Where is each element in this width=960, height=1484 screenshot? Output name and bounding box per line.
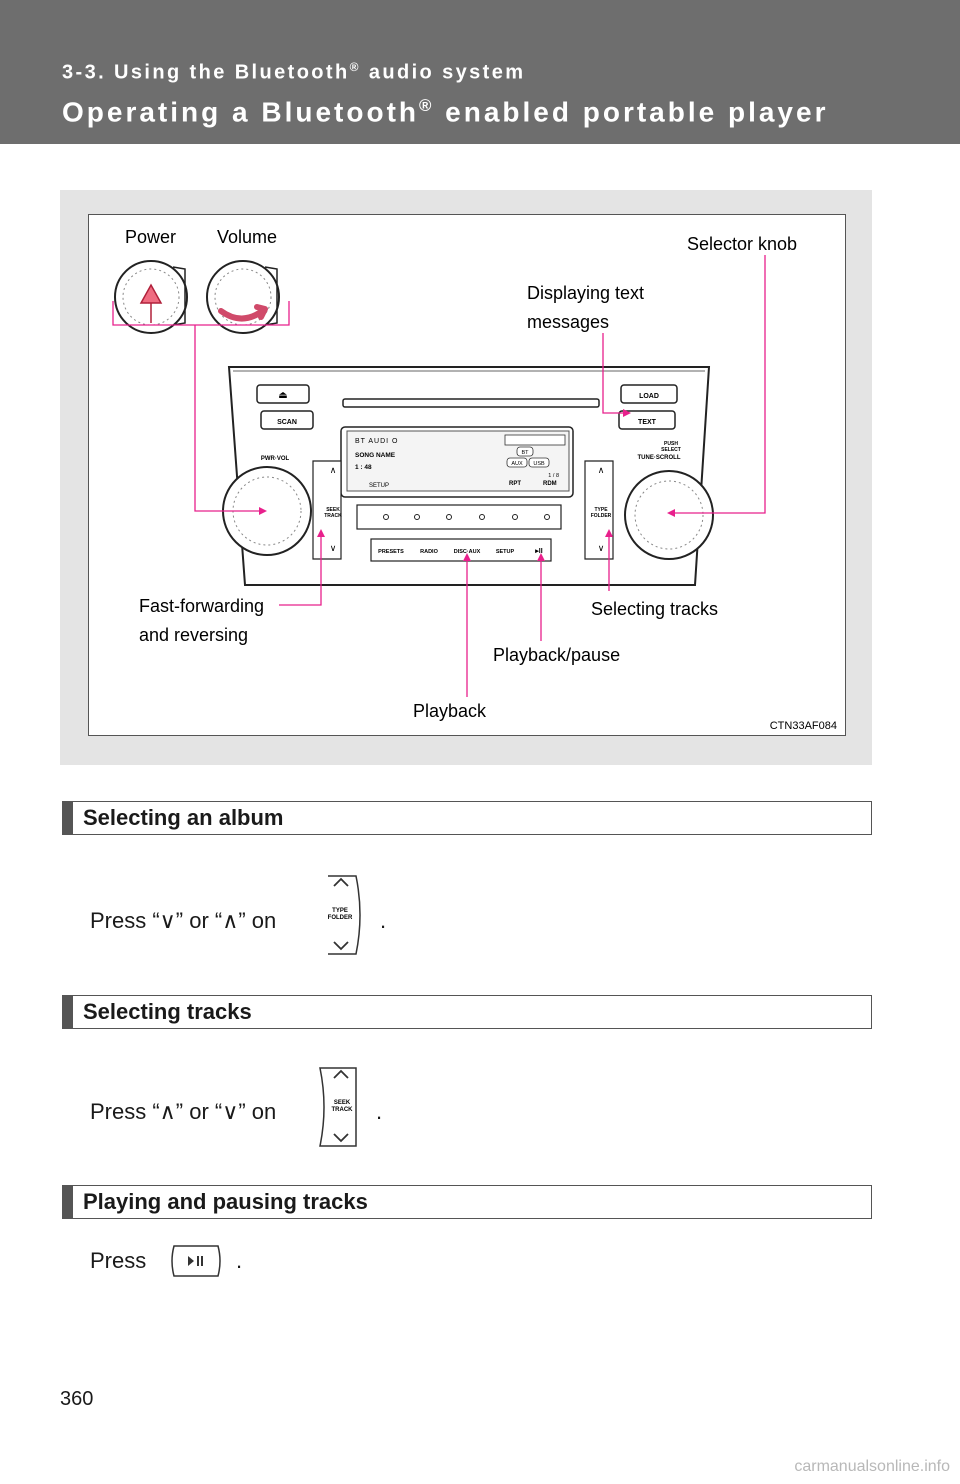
- label-fast-forward-2: and reversing: [139, 625, 248, 645]
- section-bar-selecting-album: Selecting an album: [62, 801, 872, 835]
- section-title: Playing and pausing tracks: [83, 1189, 368, 1214]
- section-bar-strip: [63, 996, 73, 1028]
- label-playback-pause: Playback/pause: [493, 645, 620, 665]
- label-displaying-text-1: Displaying text: [527, 283, 644, 303]
- svg-text:BT AUDI O: BT AUDI O: [355, 438, 399, 445]
- power-knob-inset: [114, 260, 188, 334]
- svg-text:SONG NAME: SONG NAME: [355, 452, 396, 459]
- svg-text:TRACK: TRACK: [332, 1107, 354, 1113]
- svg-text:USB: USB: [533, 461, 545, 467]
- svg-text:FOLDER: FOLDER: [328, 915, 353, 921]
- svg-text:LOAD: LOAD: [639, 393, 659, 400]
- label-playback: Playback: [413, 701, 487, 721]
- svg-text:TYPE: TYPE: [594, 507, 608, 513]
- svg-text:SELECT: SELECT: [661, 447, 681, 453]
- svg-text:▸II: ▸II: [534, 548, 542, 555]
- period: .: [376, 1099, 383, 1124]
- label-power: Power: [125, 227, 176, 247]
- label-volume: Volume: [217, 227, 277, 247]
- label-selector-knob: Selector knob: [687, 234, 797, 254]
- svg-text:BT: BT: [521, 450, 529, 456]
- section-bar-playing-pausing: Playing and pausing tracks: [62, 1185, 872, 1219]
- svg-text:SEEK: SEEK: [326, 507, 340, 513]
- svg-text:RDM: RDM: [543, 481, 557, 487]
- svg-text:SCAN: SCAN: [277, 419, 297, 426]
- instruction-selecting-tracks: Press “∧” or “∨” on: [90, 1099, 277, 1124]
- audio-unit-figure: ⏏ SCAN LOAD TEXT PUSH SELECT TUNE·SCROLL…: [88, 214, 846, 736]
- label-fast-forward-1: Fast-forwarding: [139, 596, 264, 616]
- svg-text:∨: ∨: [330, 543, 337, 553]
- play-pause-button-icon: [171, 1245, 221, 1277]
- svg-text:AUX: AUX: [511, 461, 523, 467]
- page-header: 3-3. Using the Bluetooth® audio system O…: [0, 0, 960, 144]
- svg-text:⏏: ⏏: [278, 390, 287, 401]
- label-displaying-text-2: messages: [527, 312, 609, 332]
- svg-text:DISC·AUX: DISC·AUX: [454, 549, 481, 555]
- section-title: Selecting an album: [83, 805, 284, 830]
- period: .: [380, 908, 387, 933]
- svg-text:FOLDER: FOLDER: [591, 513, 612, 519]
- svg-text:TUNE·SCROLL: TUNE·SCROLL: [638, 455, 681, 461]
- seek-track-button-icon: SEEK TRACK: [319, 1067, 357, 1147]
- svg-text:TYPE: TYPE: [332, 908, 348, 914]
- play-pause-icon: [188, 1256, 194, 1266]
- svg-text:TEXT: TEXT: [638, 419, 657, 426]
- section-title: Selecting tracks: [83, 999, 252, 1024]
- page-number: 360: [60, 1388, 94, 1410]
- svg-text:∨: ∨: [598, 543, 605, 553]
- svg-text:1 / 8: 1 / 8: [548, 473, 559, 479]
- section-bar-strip: [63, 802, 73, 834]
- svg-text:∧: ∧: [330, 465, 337, 475]
- section-heading: 3-3. Using the Bluetooth® audio system: [62, 60, 526, 84]
- callout-lines: [112, 255, 766, 697]
- period: .: [236, 1248, 243, 1273]
- svg-text:SETUP: SETUP: [369, 483, 389, 489]
- label-selecting-tracks: Selecting tracks: [591, 599, 718, 619]
- watermark: carmanualsonline.info: [794, 1458, 950, 1475]
- svg-text:RPT: RPT: [509, 481, 521, 487]
- svg-text:PWR·VOL: PWR·VOL: [261, 456, 290, 462]
- section-bar-selecting-tracks: Selecting tracks: [62, 995, 872, 1029]
- callout-arrowheads: [259, 409, 675, 561]
- page-title: Operating a Bluetooth® enabled portable …: [62, 96, 829, 128]
- section-bar-strip: [63, 1186, 73, 1218]
- svg-text:TRACK: TRACK: [324, 513, 342, 519]
- svg-text:SEEK: SEEK: [334, 1100, 351, 1106]
- svg-text:SETUP: SETUP: [496, 549, 515, 555]
- volume-knob-inset: [206, 260, 280, 334]
- svg-text:1 : 48: 1 : 48: [355, 464, 372, 471]
- audio-unit-body: ⏏ SCAN LOAD TEXT PUSH SELECT TUNE·SCROLL…: [222, 366, 714, 586]
- svg-text:PUSH: PUSH: [664, 441, 678, 447]
- svg-text:PRESETS: PRESETS: [378, 549, 404, 555]
- svg-text:RADIO: RADIO: [420, 549, 438, 555]
- instruction-playing-pausing: Press: [90, 1248, 147, 1273]
- figure-code: CTN33AF084: [770, 720, 837, 732]
- instruction-selecting-album: Press “∨” or “∧” on: [90, 908, 277, 933]
- svg-text:∧: ∧: [598, 465, 605, 475]
- type-folder-button-icon: TYPE FOLDER: [328, 875, 361, 955]
